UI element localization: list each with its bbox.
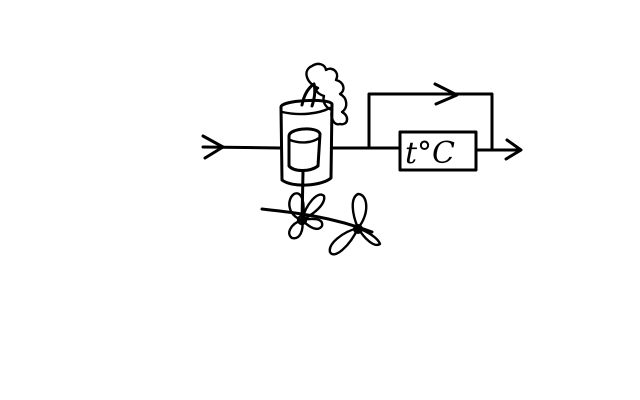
temperature-label: t°C xyxy=(405,136,455,171)
flame-icon xyxy=(305,62,349,126)
propeller-icon xyxy=(288,192,326,240)
inner-cup-icon xyxy=(287,127,322,172)
bypass-arrow-icon xyxy=(367,82,494,150)
propeller-icon xyxy=(328,192,382,256)
wick-icon xyxy=(300,82,317,108)
vessel-icon xyxy=(279,98,334,187)
outlet-arrow-icon xyxy=(474,138,523,161)
inlet-arrow-icon xyxy=(201,134,282,160)
